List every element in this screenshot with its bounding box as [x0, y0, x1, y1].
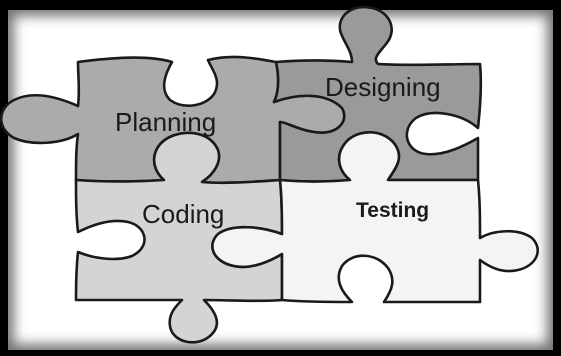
- label-planning: Planning: [115, 107, 216, 137]
- label-coding: Coding: [142, 199, 224, 229]
- puzzle-diagram: Planning Designing Coding Testing: [0, 5, 539, 344]
- puzzle-piece-designing: [272, 5, 483, 183]
- puzzle-piece-testing: [211, 131, 539, 304]
- label-designing: Designing: [325, 72, 441, 102]
- label-testing: Testing: [356, 199, 429, 222]
